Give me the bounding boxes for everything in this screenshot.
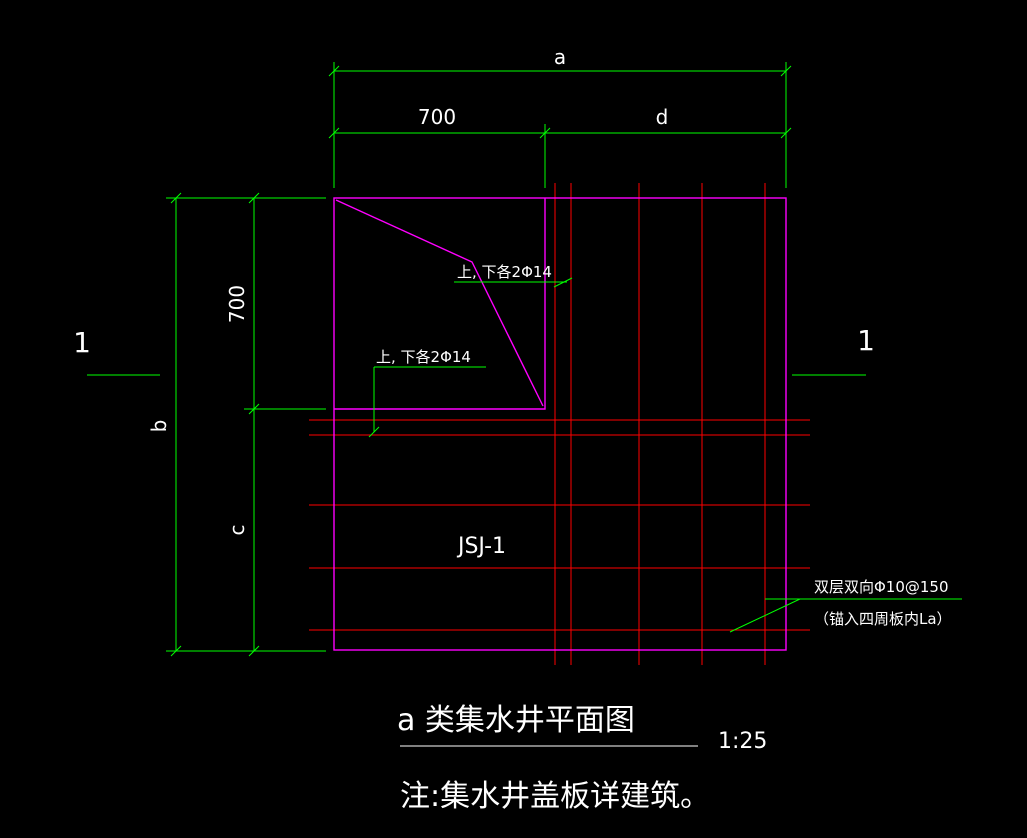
dim-left-upper: 700 <box>225 285 249 323</box>
rebar-note-lower: 上, 下各2Φ14 <box>376 348 471 366</box>
dim-top-left: 700 <box>418 105 456 129</box>
mesh-note-line2: （锚入四周板内La） <box>814 610 952 628</box>
dim-top-overall: a <box>554 45 566 69</box>
section-mark-left: 1 <box>73 326 91 359</box>
section-mark-right: 1 <box>857 324 875 357</box>
drawing-scale: 1:25 <box>718 729 767 754</box>
dim-left-lower: c <box>225 525 249 536</box>
rebar-grid <box>309 183 810 665</box>
drawing-title: a 类集水井平面图 <box>397 703 635 738</box>
drawing-footnote: 注:集水井盖板详建筑。 <box>400 779 710 814</box>
leader-lines <box>368 277 962 633</box>
pit-label: JSJ-1 <box>456 534 506 559</box>
rebar-note-upper: 上, 下各2Φ14 <box>457 263 552 281</box>
dim-left-overall: b <box>147 420 171 433</box>
pit-outline <box>333 197 787 651</box>
dim-top-right: d <box>656 105 669 129</box>
mesh-note-line1: 双层双向Φ10@150 <box>814 578 949 596</box>
dimension-lines <box>87 62 866 657</box>
